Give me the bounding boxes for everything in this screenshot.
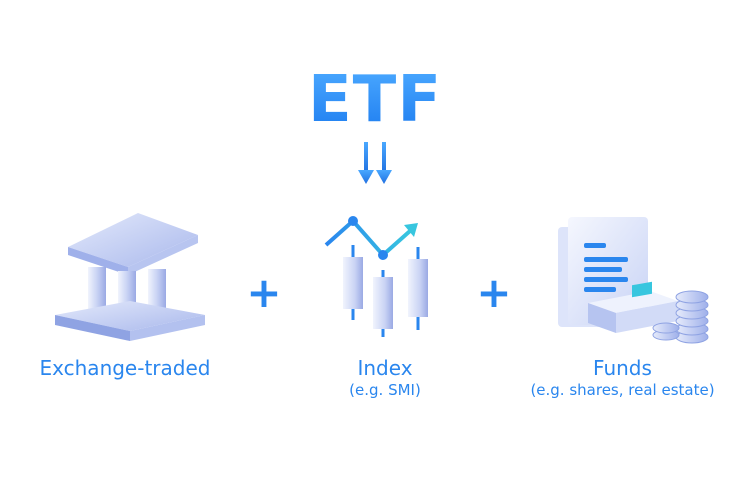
etf-title: ETF [0, 68, 750, 132]
component-label: Index [357, 356, 413, 380]
double-down-arrow-icon [358, 142, 392, 184]
component-sublabel: (e.g. SMI) [349, 381, 421, 399]
bank-building-icon [55, 213, 205, 341]
component-exchange-traded: Exchange-traded [30, 205, 220, 385]
component-label: Exchange-traded [39, 356, 211, 380]
component-index: Index (e.g. SMI) [300, 205, 470, 405]
component-funds: Funds (e.g. shares, real estate) [520, 205, 725, 405]
component-sublabel: (e.g. shares, real estate) [530, 381, 715, 399]
document-coins-icon [558, 217, 709, 344]
plus-sign: + [476, 268, 512, 317]
candlestick-chart-icon [324, 216, 428, 337]
plus-sign: + [246, 268, 282, 317]
component-label: Funds [593, 356, 652, 380]
